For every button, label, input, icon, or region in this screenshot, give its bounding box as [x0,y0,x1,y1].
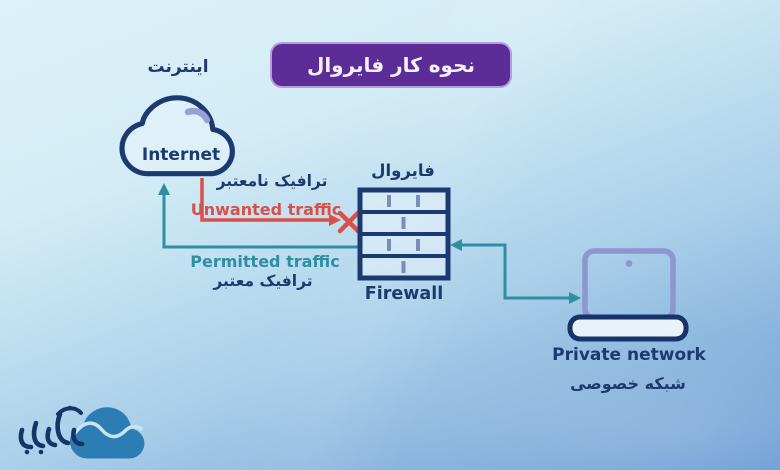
page-title: نحوه کار فایروال [306,53,476,77]
cloud-wave-logo-icon [70,407,145,459]
internet-label-fa: اینترنت [147,57,209,77]
firewall-label-en: Firewall [364,284,444,304]
private-network-label-fa: شبکه خصوصی [570,374,686,393]
unwanted-traffic-label-en: Unwanted traffic [190,200,342,219]
internet-label-en: Internet [141,145,221,165]
permitted-traffic-label-en: Permitted traffic [190,252,340,271]
permitted-traffic-label-fa: ترافیک معتبر [213,272,313,290]
blocked-x-icon [337,210,361,234]
brick-wall-icon [357,187,451,281]
firewall-label-fa: فایروال [371,161,435,180]
unwanted-traffic-label-fa: ترافیک نامعتبر [216,172,328,190]
permitted-traffic-arrow [158,183,358,249]
camera-dot-icon [625,260,633,267]
private-network-label-en: Private network [552,345,706,365]
persian-calligraphy-wordmark-icon [18,405,85,455]
network-link-arrow [450,239,581,304]
cloud-swoosh-icon [184,107,211,124]
title-banner: نحوه کار فایروال [270,42,512,88]
unwanted-traffic-arrow [200,178,341,226]
laptop-icon [567,248,689,342]
